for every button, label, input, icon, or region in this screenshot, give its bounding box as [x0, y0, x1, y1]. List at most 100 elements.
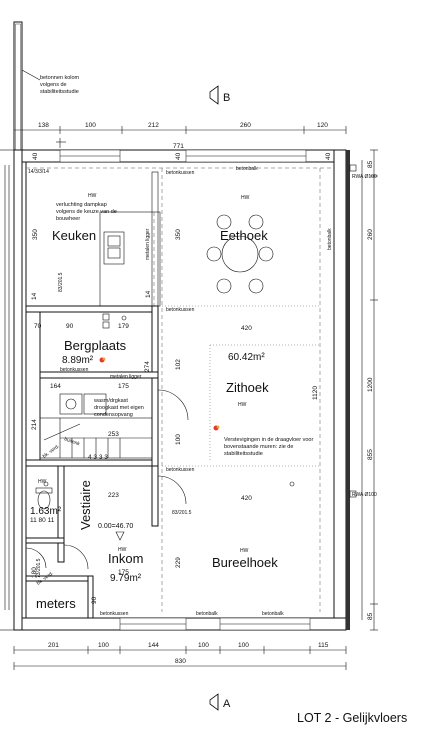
dim-4333: 4 3 3 3 — [88, 454, 108, 461]
beam-lines — [26, 167, 332, 612]
dim-420b: 420 — [241, 495, 252, 502]
dim-100: 100 — [175, 434, 182, 445]
hw-label-3: HW — [238, 402, 247, 408]
code-14: 14/3/3/14 — [28, 169, 49, 175]
hw-label-6: HW — [38, 479, 47, 485]
dim-73-201: 73/201.5 — [36, 558, 42, 578]
dim-right-3: 1200 — [367, 377, 374, 392]
betonkussen-label-3: betonkussen — [60, 367, 89, 373]
dim-40a: 40 — [32, 152, 39, 160]
dim-420a: 420 — [241, 325, 252, 332]
betonbalk-label-2: betonbalk — [196, 611, 218, 617]
steel-beam-label-vertical: metalen ligger — [145, 228, 151, 260]
dim-top-1: 138 — [38, 122, 49, 129]
dim-bottom-total: 830 — [175, 658, 186, 665]
column-note-3: stabiliteitsstudie — [40, 89, 79, 95]
hw-label-5: HW — [118, 547, 127, 553]
wc-area: 1.63m² — [30, 506, 62, 517]
column-note-1: betonnen kolom — [40, 75, 80, 81]
dim-40c: 40 — [325, 152, 332, 160]
section-marker-a: A — [209, 693, 231, 711]
dining-table — [206, 214, 274, 294]
laundry-units — [59, 393, 107, 415]
dim-1180: 11 80 11 — [30, 517, 55, 524]
dim-214: 214 — [31, 419, 38, 430]
betonkussen-label-1: betonkussen — [166, 170, 195, 176]
hw-label-1: HW — [88, 193, 97, 199]
room-meters: meters — [36, 596, 76, 611]
dim-14a: 14 — [145, 290, 152, 298]
dim-83-201a: 83/201.5 — [58, 272, 64, 292]
dim-102: 102 — [175, 359, 182, 370]
rwa-pipes — [349, 164, 357, 498]
level-triangle-icon — [115, 531, 125, 541]
inkom-area: 9.79m² — [110, 573, 142, 584]
room-zithoek: Zithoek — [226, 380, 269, 395]
room-inkom: Inkom — [108, 551, 143, 566]
dim-83-201b: 83/201.5 — [172, 510, 192, 516]
dim-right-4: 855 — [367, 449, 374, 460]
kitchen-counter — [99, 211, 161, 307]
concrete-column — [13, 21, 41, 153]
dim-180: 180 — [31, 567, 38, 578]
room-bergplaats: Bergplaats — [64, 338, 127, 353]
staircase — [39, 417, 153, 459]
betonbalk-label-vertical: betonbalk — [327, 228, 333, 250]
dim-top-inner: 771 — [173, 143, 184, 150]
vent-symbols — [43, 138, 295, 487]
dim-40b: 40 — [175, 152, 182, 160]
right-dimension-line — [361, 149, 378, 631]
dim-top-5: 120 — [317, 122, 328, 129]
windows — [59, 149, 311, 631]
room-bureelhoek: Bureelhoek — [212, 555, 278, 570]
section-b-label: B — [223, 92, 230, 104]
betonkussen-label-2: betonkussen — [166, 307, 195, 313]
dim-90b: 90 — [91, 596, 98, 604]
dim-top-2: 100 — [85, 122, 96, 129]
buitenkraan-label: buitenk — [63, 436, 81, 447]
rwa-label-top: RWA Ø100 — [352, 174, 377, 180]
wash-note-2: droogkast met eigen — [94, 405, 144, 411]
dim-bottom-5: 100 — [238, 642, 249, 649]
dim-175b: 175 — [118, 569, 129, 576]
wash-note-3: condensopvang — [94, 412, 133, 418]
bottom-dimension-line — [13, 646, 347, 670]
bk-verd-label-1: bk. verd. — [42, 443, 61, 459]
section-a-label: A — [223, 698, 231, 710]
dim-top-3: 212 — [148, 122, 159, 129]
dim-274: 274 — [144, 361, 151, 372]
adjacent-unit — [0, 149, 14, 631]
dim-bottom-3: 144 — [148, 642, 159, 649]
level-mark: 0.00=46.70 — [98, 523, 133, 530]
dim-175a: 175 — [118, 383, 129, 390]
reinforcement-note-3: stabiliteitsstudie — [224, 451, 263, 457]
dim-90: 90 — [66, 323, 74, 330]
top-dimension-line — [13, 126, 347, 134]
betonkussen-label-4: betonkussen — [166, 467, 195, 473]
betonbalk-label-3: betonbalk — [262, 611, 284, 617]
steel-beam-label-horizontal: metalen ligger — [110, 374, 142, 380]
wash-note-1: wasm/drgkast — [93, 398, 128, 404]
dim-350b: 350 — [175, 229, 182, 240]
dim-right-1: 85 — [367, 160, 374, 168]
hw-label-4: HW — [240, 548, 249, 554]
dim-bottom-1: 201 — [48, 642, 59, 649]
column-note-2: volgens de — [40, 82, 67, 88]
dim-right-2: 260 — [367, 229, 374, 240]
drawing-title: LOT 2 - Gelijkvloers — [297, 711, 408, 725]
dim-179: 179 — [118, 323, 129, 330]
steel-beam-vertical — [151, 171, 159, 307]
dim-229: 229 — [175, 557, 182, 568]
dim-14b: 14 — [31, 292, 38, 300]
hood-note-3: bouwheer — [56, 216, 80, 222]
room-vestiaire: Vestiaire — [78, 480, 93, 530]
reinforcement-note-1: Verstevigingen in de draagvloer voor — [224, 437, 313, 443]
bergplaats-area: 8.89m² — [62, 355, 94, 366]
reinforcement-orange-icon — [216, 425, 220, 429]
dim-top-4: 260 — [240, 122, 251, 129]
dim-bottom-2: 100 — [98, 642, 109, 649]
hood-note-1: verluchting dampkap — [56, 202, 107, 208]
dim-bottom-4: 100 — [198, 642, 209, 649]
room-eethoek: Eethoek — [220, 228, 268, 243]
